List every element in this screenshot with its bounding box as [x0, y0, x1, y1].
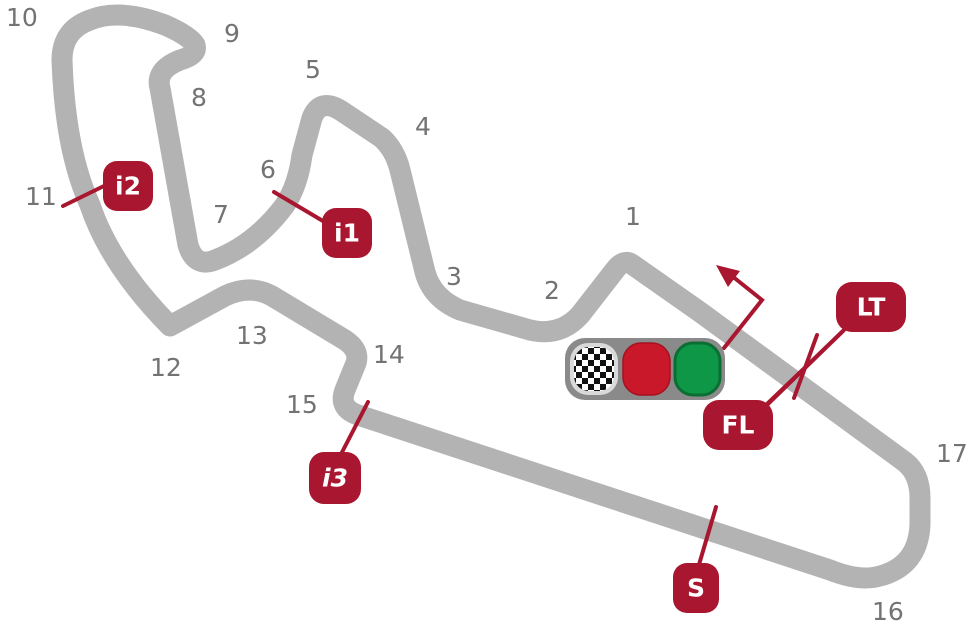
fl-leader-line — [764, 329, 845, 407]
corner-12-label: 12 — [150, 353, 182, 382]
direction-arrow-shaft — [722, 274, 765, 350]
corner-10-label: 10 — [6, 3, 38, 32]
corner-15-label: 15 — [286, 390, 318, 419]
corner-2-label: 2 — [544, 276, 560, 305]
corner-11-label: 11 — [25, 182, 57, 211]
marker-fl[interactable]: FL — [703, 400, 773, 450]
corner-7-label: 7 — [213, 200, 229, 229]
marker-lt-label: LT — [857, 293, 886, 322]
marker-i2[interactable]: i2 — [103, 161, 153, 211]
marker-i3-label: i3 — [322, 464, 348, 493]
corner-6-label: 6 — [260, 155, 276, 184]
corner-16-label: 16 — [872, 597, 904, 626]
marker-fl-label: FL — [721, 411, 754, 440]
marker-s[interactable]: S — [673, 563, 719, 613]
corner-5-label: 5 — [305, 55, 321, 84]
corner-9-label: 9 — [224, 19, 240, 48]
green-light-icon — [673, 341, 722, 397]
i3-leader-line — [336, 400, 370, 462]
corner-4-label: 4 — [415, 112, 431, 141]
race-track — [51, 4, 931, 589]
i1-leader-line — [272, 190, 330, 226]
corner-1-label: 1 — [625, 202, 641, 231]
marker-i1-label: i1 — [334, 219, 360, 248]
marker-i2-label: i2 — [115, 172, 141, 201]
corner-13-label: 13 — [236, 321, 268, 350]
red-light-icon — [622, 342, 671, 396]
start-lights — [565, 338, 725, 400]
corner-14-label: 14 — [373, 340, 405, 369]
marker-i1[interactable]: i1 — [322, 208, 372, 258]
i2-leader-line — [61, 182, 110, 208]
marker-i3[interactable]: i3 — [309, 452, 361, 504]
corner-3-label: 3 — [446, 262, 462, 291]
marker-s-label: S — [687, 574, 705, 603]
checkered-flag-icon — [574, 347, 614, 391]
corner-17-label: 17 — [936, 439, 968, 468]
corner-8-label: 8 — [191, 83, 207, 112]
s-leader-line — [696, 505, 718, 570]
marker-lt[interactable]: LT — [836, 282, 906, 332]
arrow-up-left-icon — [716, 265, 740, 287]
